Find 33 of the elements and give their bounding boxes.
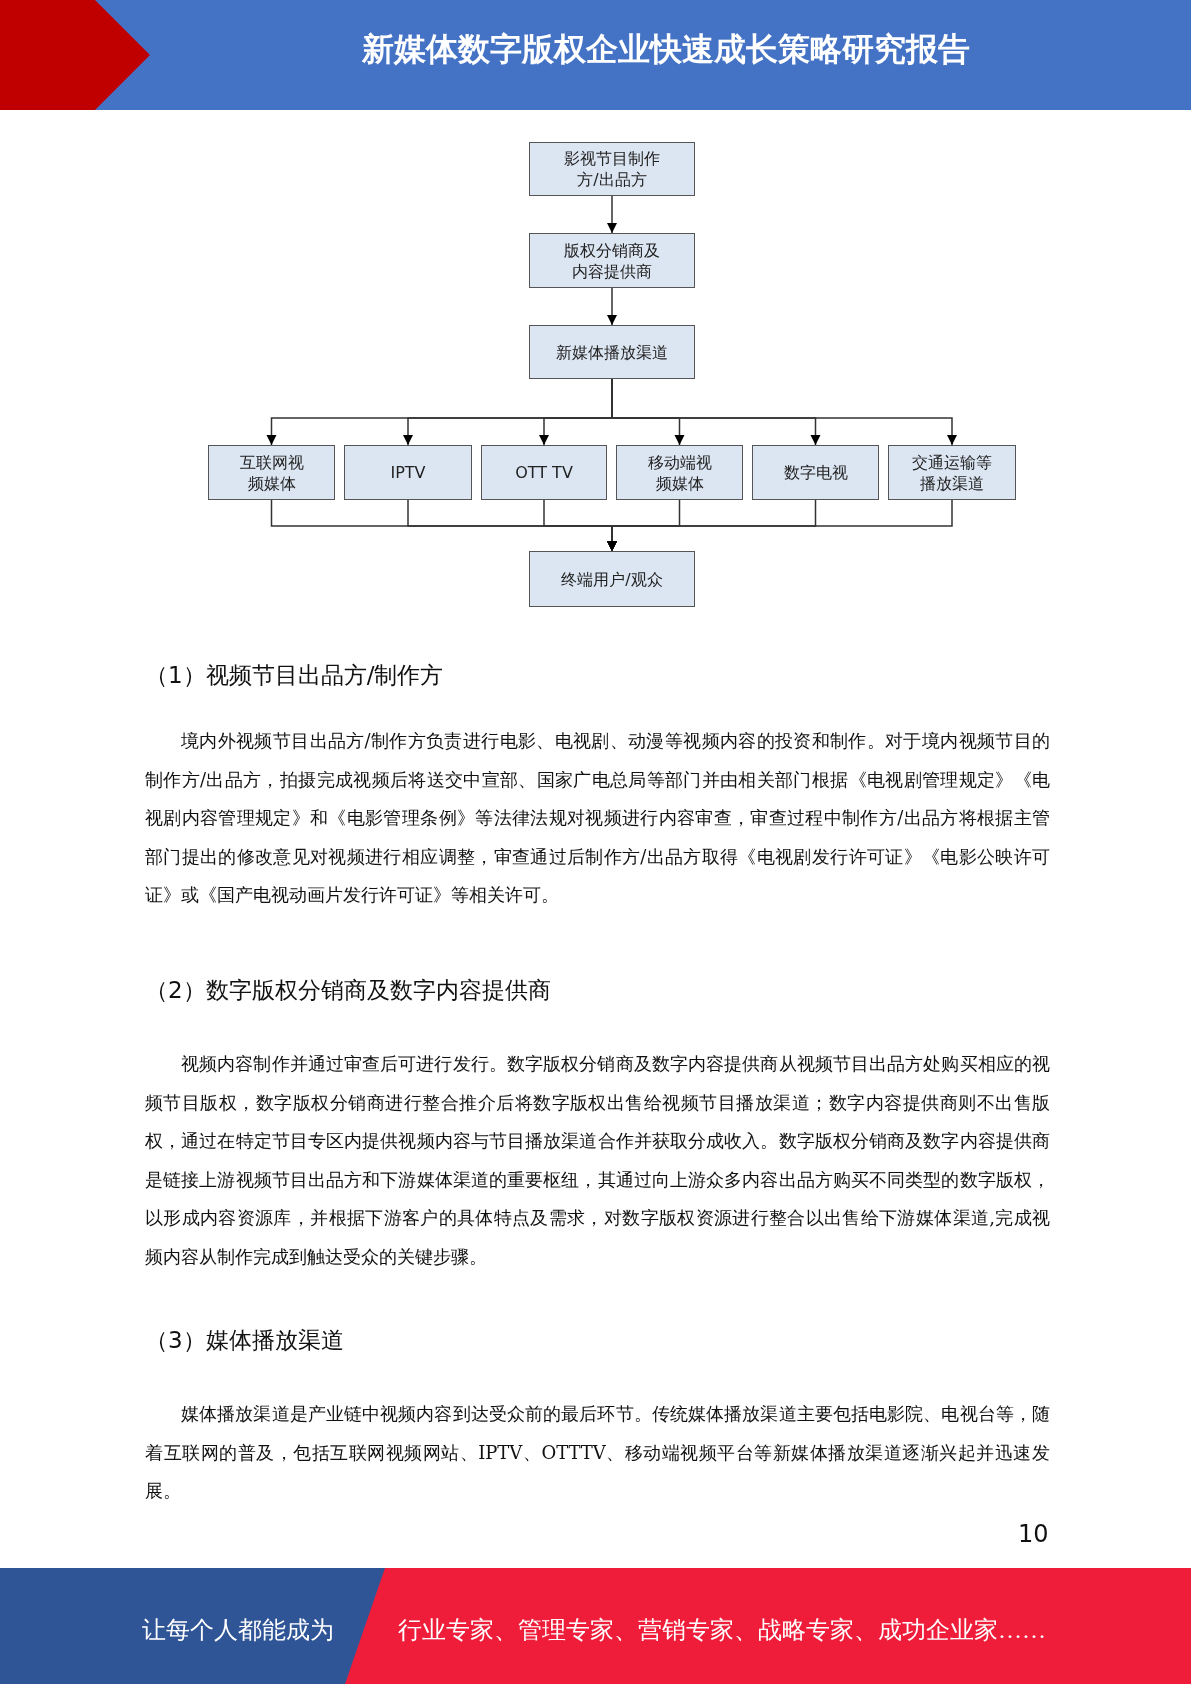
- process-box: [529, 551, 695, 607]
- paragraph: 视频内容制作并通过审查后可进行发行。数字版权分销商及数字内容提供商从视频节目出品方处购买相应的视频节目版权，数字版权分销商进行整合推介后将数字版权出售给视频节目播放渠道；数字内容提供商则不出售版权，通过在特定节目专区内提供视频内容与节目播放渠道合作并获取分成收入。数字版权分销商及数字内容提供商是链接上游视频节目出品方和下游媒体渠道的重要枢纽，其通过向上游众多内容出品方购买不同类型的数字版权，以形成内容资源库，并根据下游客户的具体特点及需求，对数字版权资源进行整合以出售给下游媒体渠道,完成视频内容从制作完成到触达受众的关键步骤。: [145, 1052, 1050, 1269]
- process-box: [529, 233, 695, 288]
- process-box: [529, 142, 695, 196]
- arrow: [606, 287, 618, 326]
- box-label: 互联网视频媒体: [238, 451, 305, 494]
- box-label: 移动端视频媒体: [646, 451, 713, 494]
- page-number: 10: [1018, 1520, 1049, 1548]
- section-heading: （1）视频节目出品方/制作方: [145, 661, 444, 690]
- arrow: [606, 195, 618, 234]
- process-box: [752, 445, 879, 500]
- section-heading: （3）媒体播放渠道: [145, 1326, 344, 1355]
- box-label: 数字电视: [783, 462, 848, 483]
- report-title: 新媒体数字版权企业快速成长策略研究报告: [360, 29, 971, 70]
- process-box: [529, 325, 695, 379]
- footer-slogan: 让每个人都能成为: [142, 1616, 334, 1645]
- process-box: [888, 445, 1016, 500]
- footer-slogan: 行业专家、管理专家、营销专家、战略专家、成功企业家……: [398, 1616, 1046, 1645]
- process-box: [481, 445, 607, 500]
- box-label: 终端用户/观众: [561, 568, 663, 590]
- box-label: 新媒体播放渠道: [556, 341, 668, 363]
- box-label: OTT TV: [515, 462, 573, 483]
- arrow: [606, 499, 953, 552]
- box-label: 版权分销商及内容提供商: [564, 239, 660, 282]
- box-label: IPTV: [390, 462, 426, 483]
- process-box: [616, 445, 743, 500]
- box-label: 交通运输等播放渠道: [911, 451, 993, 494]
- section-heading: （2）数字版权分销商及数字内容提供商: [145, 976, 551, 1005]
- process-box: [208, 445, 335, 500]
- process-box: [344, 445, 472, 500]
- paragraph: 媒体播放渠道是产业链中视频内容到达受众前的最后环节。传统媒体播放渠道主要包括电影院、电视台等，随着互联网的普及，包括互联网视频网站、IPTV、OTTTV、移动端视频平台等新媒体播放渠道逐渐兴起并迅速发展。: [145, 1402, 1050, 1503]
- box-label: 影视节目制作方/出品方: [564, 148, 660, 190]
- paragraph: 境内外视频节目出品方/制作方负责进行电影、电视剧、动漫等视频内容的投资和制作。对于境内视频节目的制作方/出品方，拍摄完成视频后将送交中宣部、国家广电总局等部门并由相关部门根据《电视剧管理规定》《电视剧内容管理规定》和《电影管理条例》等法律法规对视频进行内容审查，审查过程中制作方/出品方将根据主管部门提出的修改意见对视频进行相应调整，审查通过后制作方/出品方取得《电视剧发行许可证》《电影公映许可证》或《国产电视动画片发行许可证》等相关许可。: [145, 729, 1050, 907]
